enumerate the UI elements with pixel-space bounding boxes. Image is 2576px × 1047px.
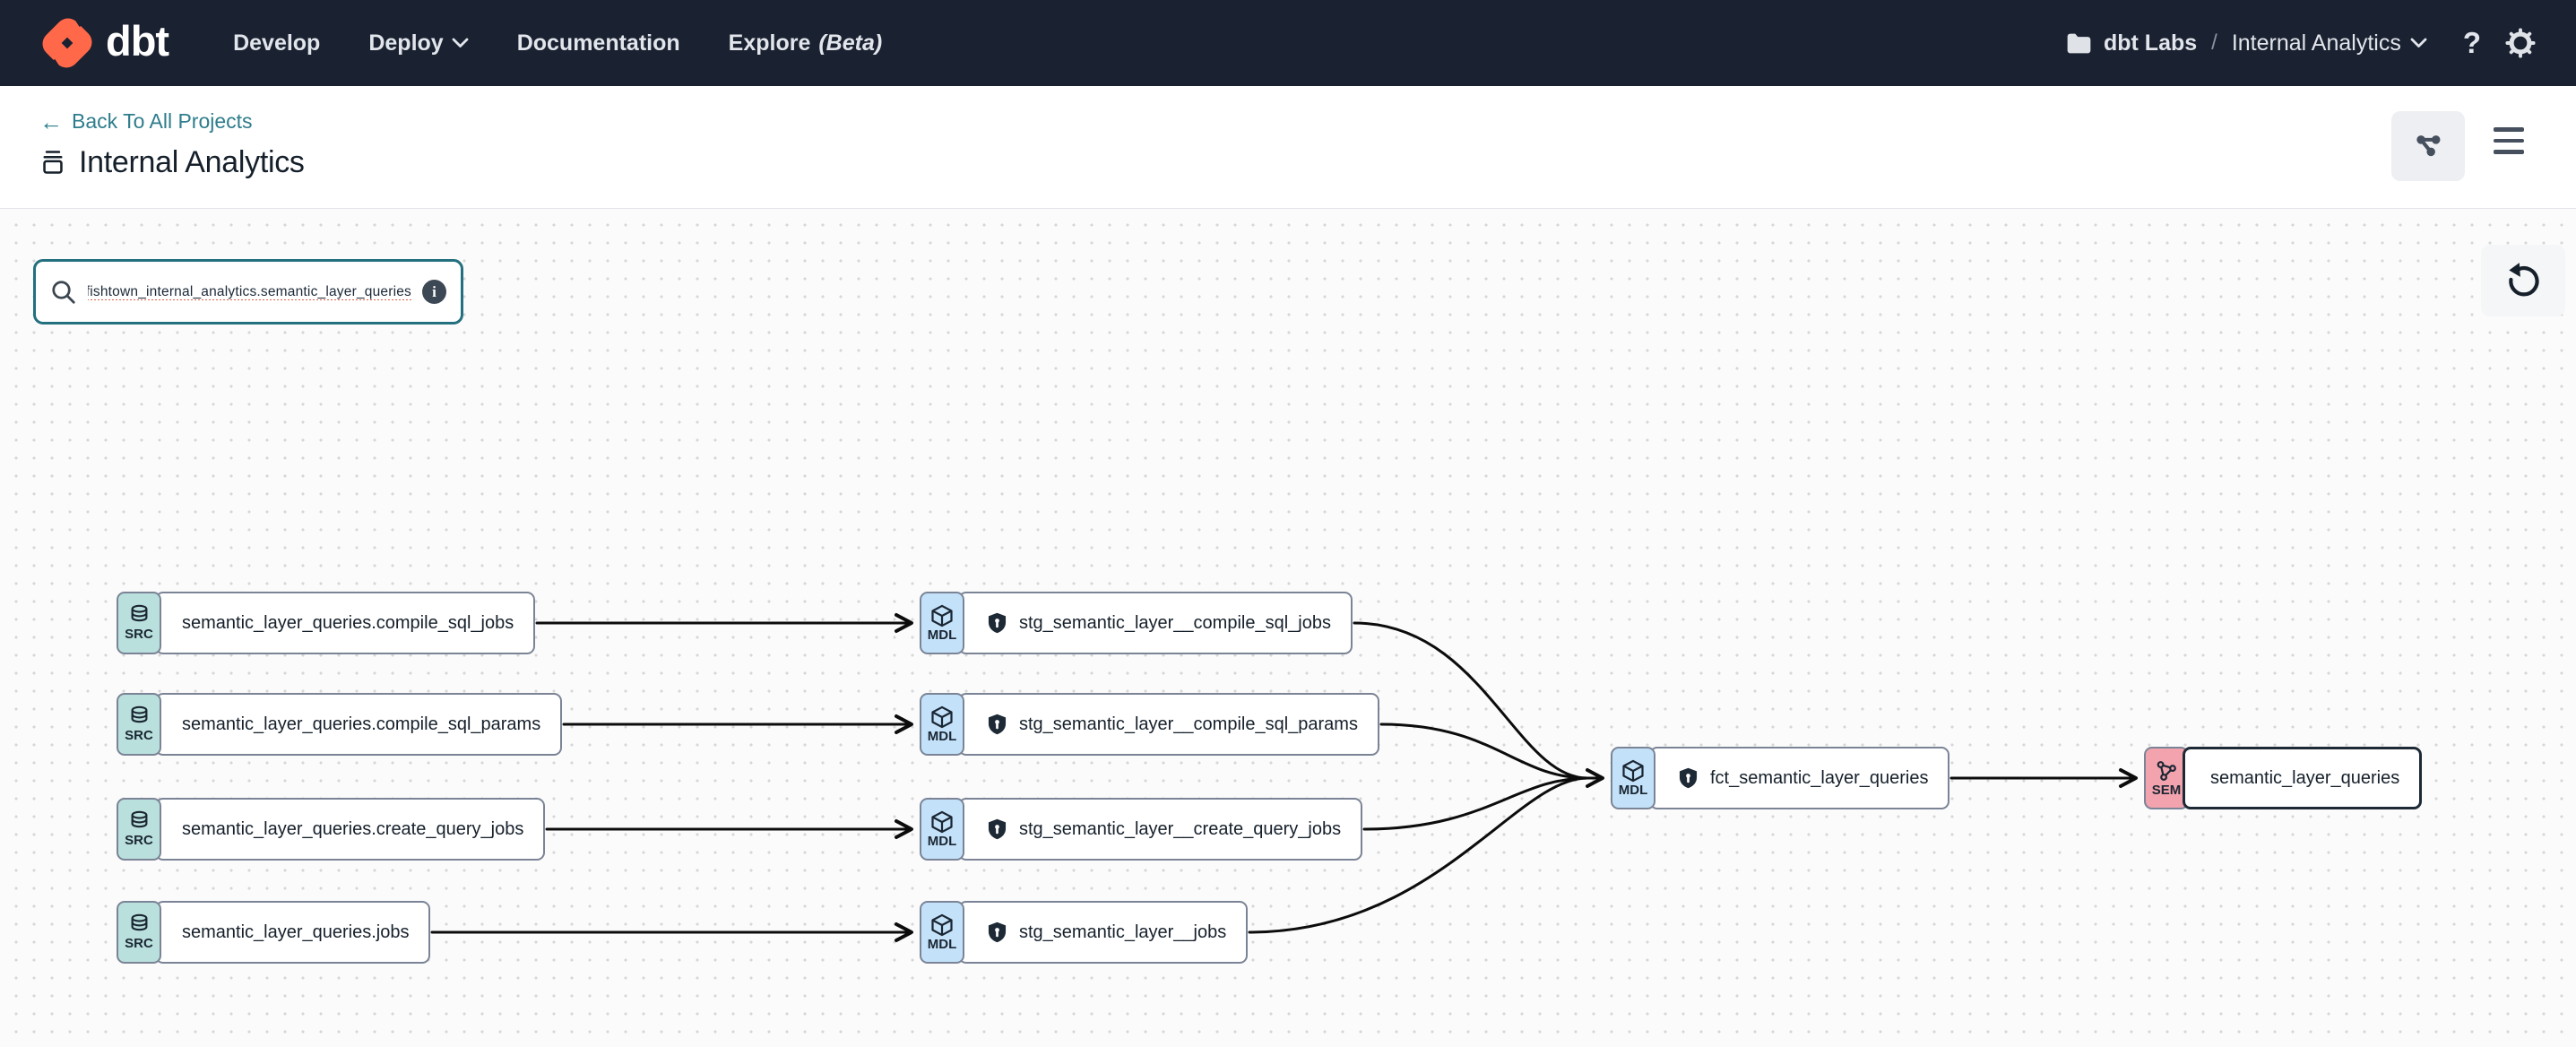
node-label: semantic_layer_queries.compile_sql_jobs bbox=[155, 592, 536, 654]
gear-icon bbox=[2505, 28, 2536, 58]
nav-explore-label: Explore bbox=[728, 30, 811, 56]
node-label: stg_semantic_layer__compile_sql_params bbox=[958, 693, 1379, 756]
model-cube-icon: MDL bbox=[1611, 747, 1655, 809]
nav-explore-beta-label: (Beta) bbox=[818, 30, 883, 56]
page-title: Internal Analytics bbox=[79, 144, 305, 179]
node-label: semantic_layer_queries.compile_sql_param… bbox=[155, 693, 563, 756]
dbt-logo-text: dbt bbox=[106, 16, 169, 65]
shield-icon bbox=[985, 713, 1009, 737]
model-cube-icon: MDL bbox=[920, 901, 964, 964]
reset-icon bbox=[2509, 263, 2539, 297]
reset-view-button[interactable] bbox=[2481, 245, 2565, 316]
lineage-view-button[interactable] bbox=[2391, 111, 2465, 181]
back-link-label: Back To All Projects bbox=[72, 109, 253, 133]
back-to-projects-link[interactable]: ← Back To All Projects bbox=[39, 109, 253, 134]
lineage-canvas[interactable]: odel.fishtown_internal_analytics.semanti… bbox=[0, 209, 2576, 1047]
chevron-down-icon bbox=[452, 38, 469, 48]
model-cube-icon: MDL bbox=[920, 798, 964, 861]
nav-deploy-label: Deploy bbox=[368, 30, 444, 56]
project-archive-icon bbox=[39, 149, 66, 176]
folder-icon bbox=[2065, 31, 2093, 56]
lineage-icon bbox=[2416, 135, 2441, 157]
nav-documentation-label: Documentation bbox=[516, 30, 680, 56]
source-database-icon: SRC bbox=[117, 693, 161, 756]
source-database-icon: SRC bbox=[117, 798, 161, 861]
node-label: semantic_layer_queries.create_query_jobs bbox=[155, 798, 546, 861]
model-cube-icon: MDL bbox=[920, 693, 964, 756]
nav-explore[interactable]: Explore (Beta) bbox=[729, 30, 883, 56]
project-selector[interactable]: Internal Analytics bbox=[2232, 30, 2427, 56]
node-label: semantic_layer_queries.jobs bbox=[155, 901, 431, 964]
nav-documentation[interactable]: Documentation bbox=[517, 30, 680, 56]
node-label: fct_semantic_layer_queries bbox=[1649, 747, 1950, 809]
help-button[interactable]: ? bbox=[2462, 26, 2481, 59]
dbt-logo-icon bbox=[39, 18, 95, 68]
node-label: stg_semantic_layer__jobs bbox=[958, 901, 1249, 964]
main-nav: Develop Deploy Documentation Explore (Be… bbox=[233, 30, 882, 56]
semantic-layer-icon: SEM bbox=[2144, 747, 2189, 809]
node-label: stg_semantic_layer__compile_sql_jobs bbox=[958, 592, 1353, 654]
source-database-icon: SRC bbox=[117, 592, 161, 654]
nav-develop-label: Develop bbox=[233, 30, 321, 56]
nav-develop[interactable]: Develop bbox=[233, 30, 320, 56]
project-selector-label: Internal Analytics bbox=[2231, 30, 2401, 56]
shield-icon bbox=[1676, 766, 1700, 791]
dbt-logo[interactable]: dbt bbox=[39, 18, 169, 68]
info-icon[interactable]: i bbox=[422, 280, 446, 304]
nav-deploy[interactable]: Deploy bbox=[368, 30, 469, 56]
source-database-icon: SRC bbox=[117, 901, 161, 964]
shield-icon bbox=[985, 818, 1009, 842]
node-label: semantic_layer_queries bbox=[2183, 747, 2423, 809]
hamburger-icon bbox=[2494, 127, 2524, 132]
shield-icon bbox=[985, 611, 1009, 636]
back-arrow-icon: ← bbox=[39, 108, 63, 135]
breadcrumb-separator: / bbox=[2211, 30, 2217, 55]
hamburger-menu-button[interactable] bbox=[2494, 127, 2524, 154]
shield-icon bbox=[985, 921, 1009, 945]
node-label: stg_semantic_layer__create_query_jobs bbox=[958, 798, 1363, 861]
settings-button[interactable] bbox=[2504, 27, 2537, 59]
search-icon bbox=[50, 279, 77, 306]
search-value: odel.fishtown_internal_analytics.semanti… bbox=[88, 283, 411, 299]
lineage-edges bbox=[430, 613, 2138, 942]
model-cube-icon: MDL bbox=[920, 592, 964, 654]
top-nav-bar: dbt Develop Deploy Documentation Explore… bbox=[0, 0, 2576, 86]
account-area: dbt Labs / Internal Analytics ? bbox=[2065, 26, 2537, 60]
lineage-search-input[interactable]: odel.fishtown_internal_analytics.semanti… bbox=[33, 259, 463, 324]
org-name[interactable]: dbt Labs bbox=[2103, 30, 2198, 56]
page-header: ← Back To All Projects Internal Analytic… bbox=[0, 86, 2576, 209]
chevron-down-icon bbox=[2410, 38, 2427, 48]
